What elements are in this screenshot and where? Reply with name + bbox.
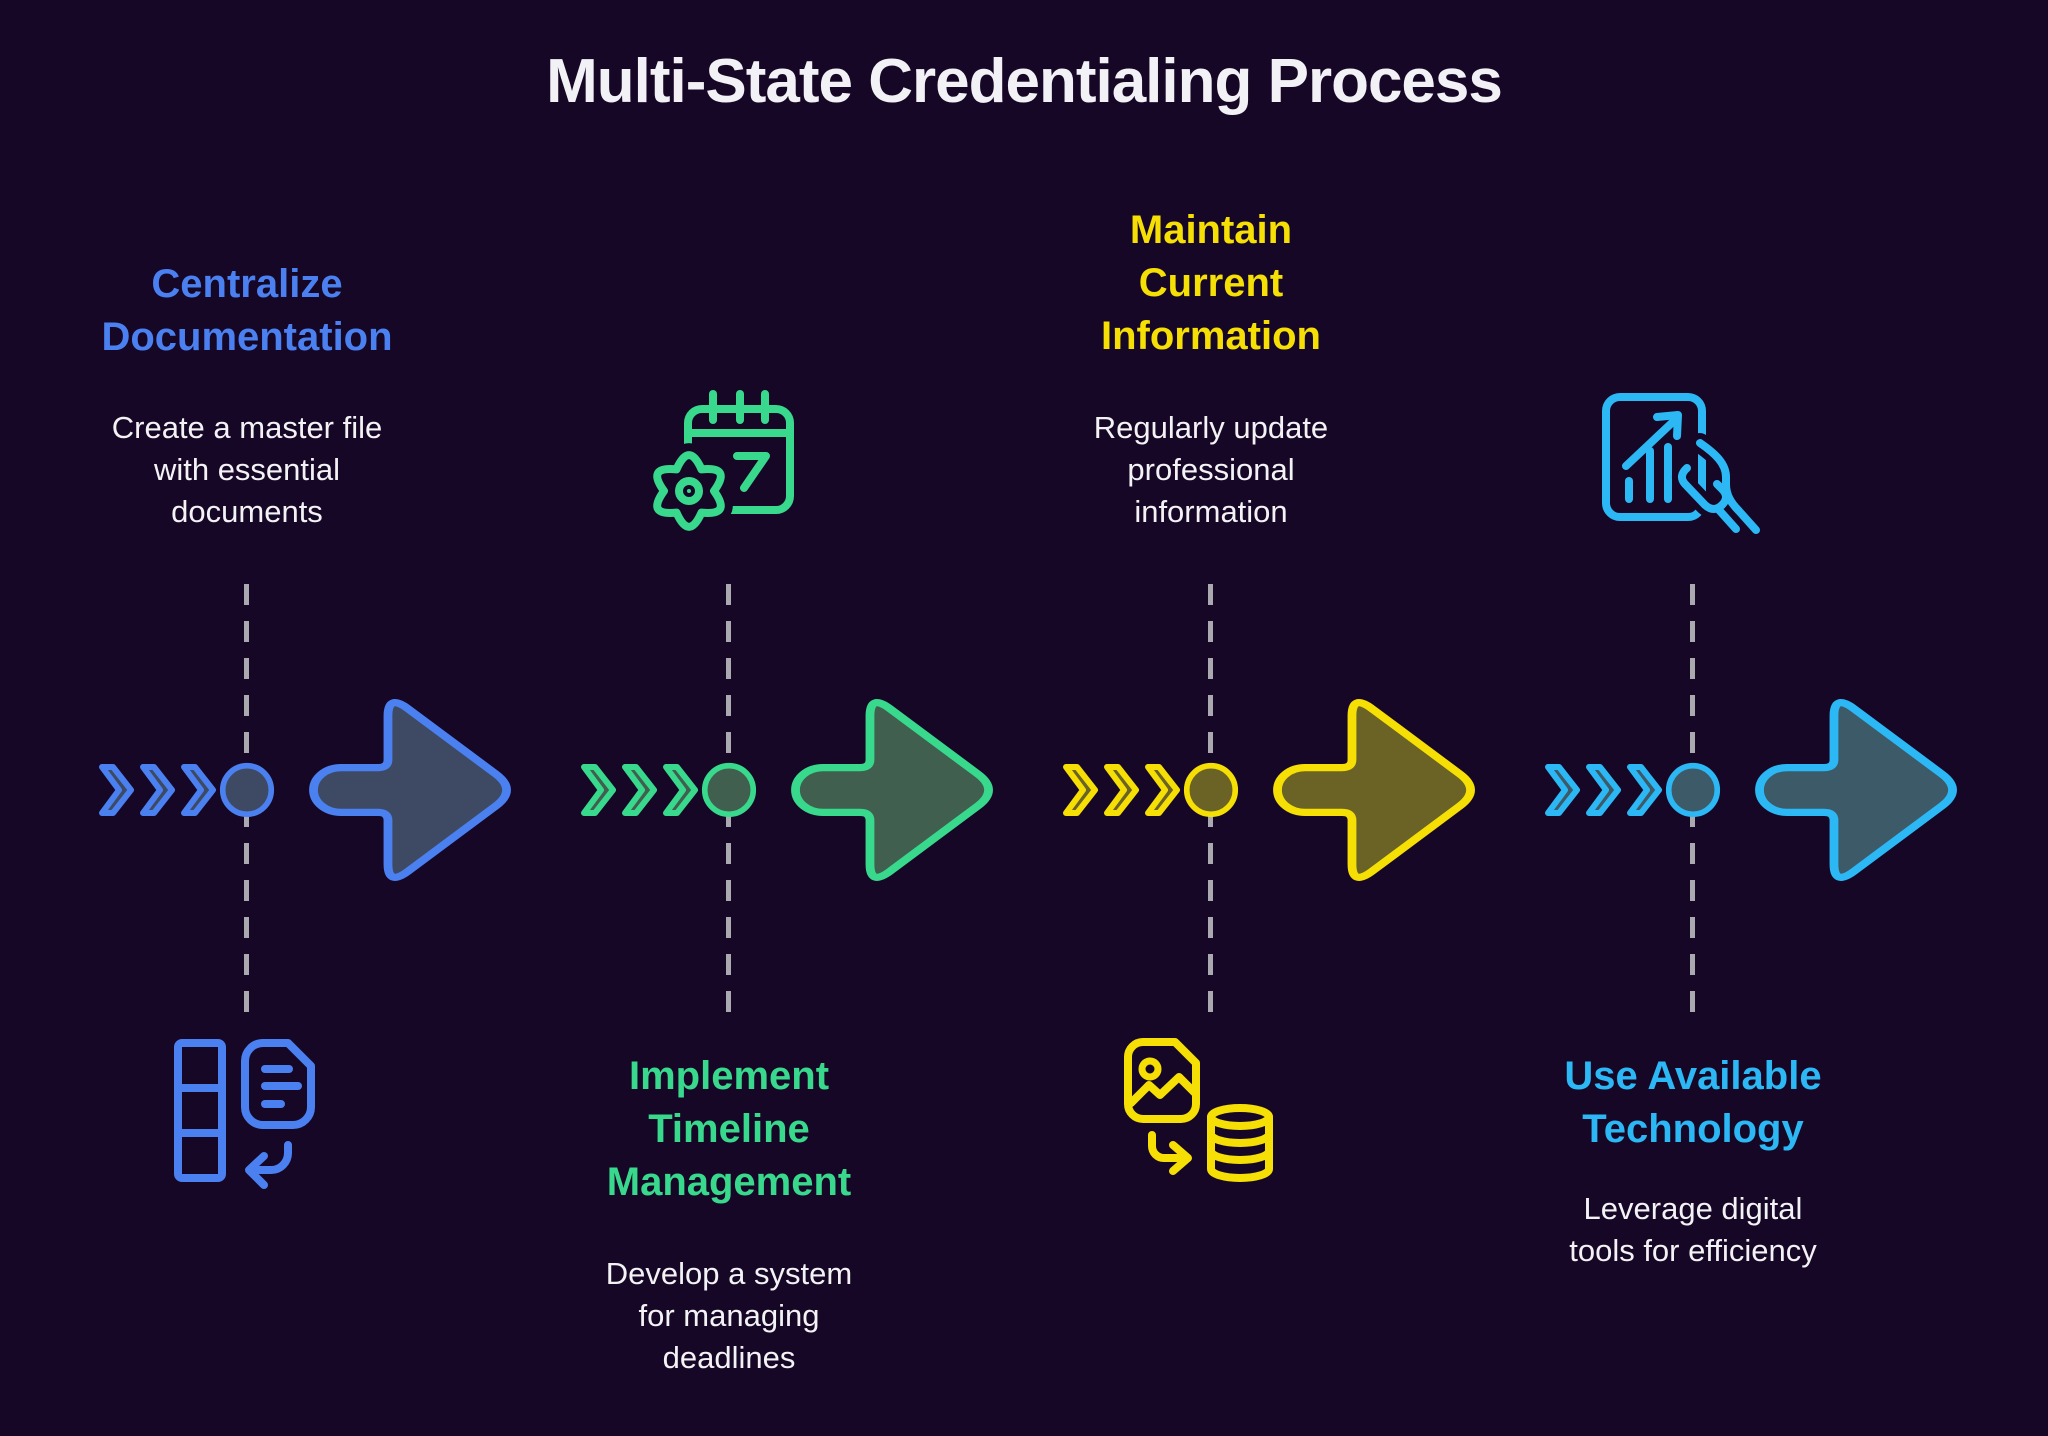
chevron-icon [1584,762,1624,818]
flow-arrow-icon [1253,670,1498,910]
step-title: Implement Timeline Management [606,1054,852,1204]
timeline-node-circle [1183,762,1239,818]
chart-hand-icon [1602,393,1766,540]
step-title: Centralize Documentation [101,262,393,359]
chevron-icon [1061,762,1101,818]
chevron-icon [620,762,660,818]
step-title: Use Available Technology [1564,1054,1822,1151]
flow-arrow-icon [771,670,1016,910]
chevron-icon [579,762,619,818]
image-database-icon [1124,1038,1273,1182]
chevron-icon [138,762,178,818]
chevron-icon [97,762,137,818]
chevron-icon [661,762,701,818]
calendar-gear-icon [640,390,794,540]
chevron-icon [1143,762,1183,818]
step-title: Maintain Current Information [1101,208,1321,358]
step-description: Regularly update professional informatio… [1093,410,1329,530]
step-description: Develop a system for managing deadlines [605,1256,853,1376]
flow-arrow-icon [1735,670,1980,910]
timeline-node-circle [219,762,275,818]
step-description: Leverage digital tools for efficiency [1569,1191,1817,1269]
chevron-icon [179,762,219,818]
chevron-icon [1543,762,1583,818]
step-description: Create a master file with essential docu… [111,410,383,530]
documents-return-icon [174,1039,315,1189]
chevron-icon [1625,762,1665,818]
timeline-node-circle [701,762,757,818]
flow-arrow-icon [289,670,534,910]
page-title: Multi-State Credentialing Process [546,47,1503,116]
timeline-node-circle [1665,762,1721,818]
chevron-icon [1102,762,1142,818]
